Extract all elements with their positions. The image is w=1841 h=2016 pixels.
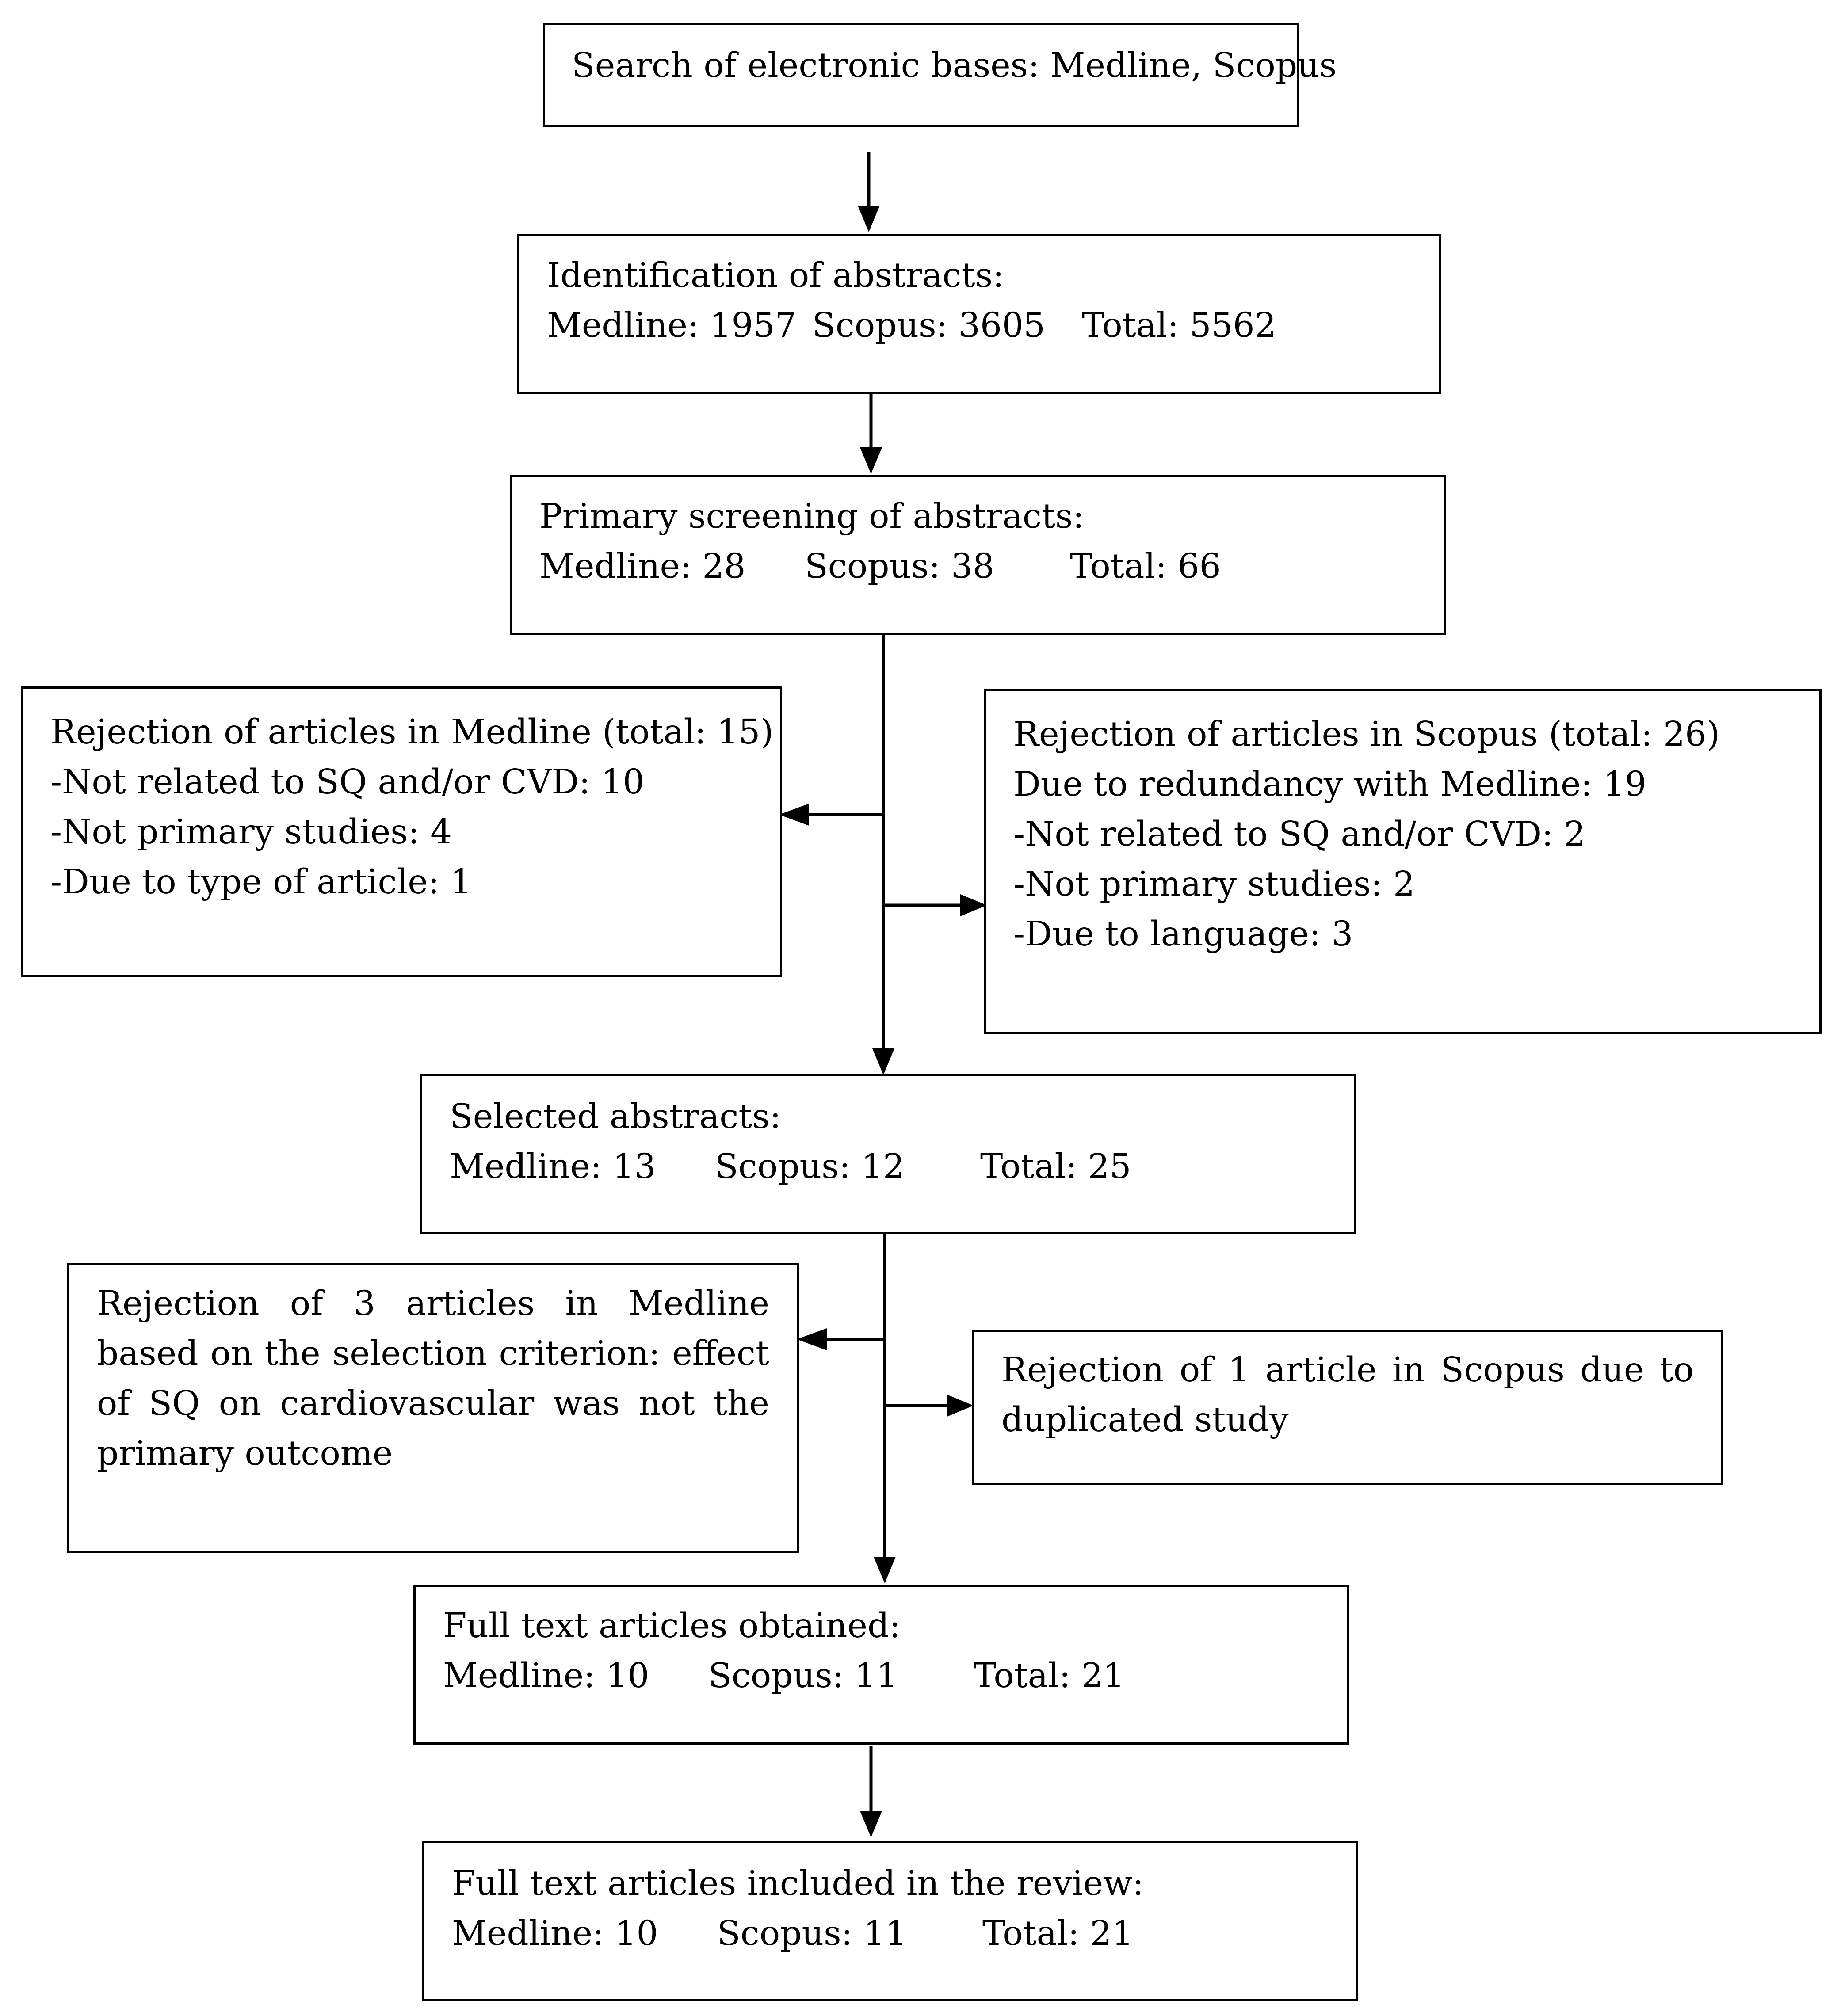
arrowhead-icon: [960, 894, 987, 916]
reject-scopus-2-text: Rejection of 1 article in Scopus due to …: [1001, 1350, 1694, 1440]
primary-scopus: Scopus: 38: [805, 547, 995, 586]
identification-total: Total: 5562: [1082, 306, 1276, 345]
arrowhead-icon: [947, 1395, 974, 1417]
primary-total: Total: 66: [1070, 547, 1221, 586]
identification-medline: Medline: 1957: [547, 306, 797, 345]
arrowhead-icon: [860, 447, 882, 474]
selected-abstracts-box: Selected abstracts: Medline: 13 Scopus: …: [420, 1074, 1356, 1234]
reject-medline-2-text: Rejection of 3 articles in Medline based…: [97, 1284, 769, 1473]
arrowhead-icon: [860, 1811, 882, 1837]
reject-scopus-1-item: -Due to language: 3: [1013, 915, 1353, 954]
identification-heading: Identification of abstracts:: [547, 256, 1005, 295]
primary-screening-box: Primary screening of abstracts: Medline:…: [510, 475, 1446, 635]
reject-scopus-1-item: -Not related to SQ and/or CVD: 2: [1013, 815, 1586, 854]
identification-box: Identification of abstracts: Medline: 19…: [517, 234, 1441, 394]
primary-counts: Medline: 28 Scopus: 38 Total: 66: [539, 541, 1444, 591]
identification-scopus: Scopus: 3605: [812, 306, 1046, 345]
arrowhead-icon: [858, 206, 880, 232]
reject-medline-box-1: Rejection of articles in Medline (total:…: [21, 686, 782, 977]
reject-scopus-1-item: -Not primary studies: 2: [1013, 865, 1415, 904]
fulltext-obtained-box: Full text articles obtained: Medline: 10…: [413, 1585, 1349, 1745]
included-counts: Medline: 10 Scopus: 11 Total: 21: [452, 1909, 1356, 1959]
reject-scopus-box-2: Rejection of 1 article in Scopus due to …: [972, 1330, 1723, 1485]
selected-counts: Medline: 13 Scopus: 12 Total: 25: [450, 1142, 1354, 1192]
selected-total: Total: 25: [980, 1147, 1131, 1186]
fulltext-counts: Medline: 10 Scopus: 11 Total: 21: [443, 1651, 1347, 1701]
selected-medline: Medline: 13: [450, 1147, 656, 1186]
search-text: Search of electronic bases: Medline, Sco…: [572, 46, 1337, 85]
reject-medline-box-2: Rejection of 3 articles in Medline based…: [67, 1263, 799, 1553]
reject-medline-1-item: -Not primary studies: 4: [50, 812, 452, 852]
fulltext-total: Total: 21: [974, 1656, 1125, 1696]
reject-medline-1-item: -Not related to SQ and/or CVD: 10: [50, 762, 645, 802]
arrowhead-icon: [779, 804, 809, 826]
reject-medline-1-item: -Due to type of article: 1: [50, 862, 472, 902]
fulltext-medline: Medline: 10: [443, 1656, 649, 1696]
arrowhead-icon: [872, 1048, 894, 1075]
reject-scopus-box-1: Rejection of articles in Scopus (total: …: [984, 689, 1822, 1034]
included-heading: Full text articles included in the revie…: [452, 1864, 1144, 1903]
selected-scopus: Scopus: 12: [715, 1147, 905, 1186]
arrowhead-icon: [797, 1328, 827, 1350]
identification-counts: Medline: 1957 Scopus: 3605 Total: 5562: [547, 301, 1439, 351]
reject-scopus-1-item: Due to redundancy with Medline: 19: [1013, 765, 1646, 804]
fulltext-scopus: Scopus: 11: [708, 1656, 898, 1696]
included-total: Total: 21: [982, 1914, 1134, 1953]
selected-heading: Selected abstracts:: [450, 1097, 781, 1136]
reject-scopus-1-heading: Rejection of articles in Scopus (total: …: [1013, 715, 1720, 754]
included-scopus: Scopus: 11: [717, 1914, 907, 1953]
included-review-box: Full text articles included in the revie…: [422, 1841, 1358, 2001]
primary-medline: Medline: 28: [539, 547, 746, 586]
search-box: Search of electronic bases: Medline, Sco…: [543, 23, 1337, 127]
reject-medline-1-heading: Rejection of articles in Medline (total:…: [50, 713, 774, 752]
arrowhead-icon: [874, 1557, 896, 1583]
primary-heading: Primary screening of abstracts:: [539, 497, 1085, 536]
included-medline: Medline: 10: [452, 1914, 658, 1953]
fulltext-heading: Full text articles obtained:: [443, 1606, 901, 1646]
